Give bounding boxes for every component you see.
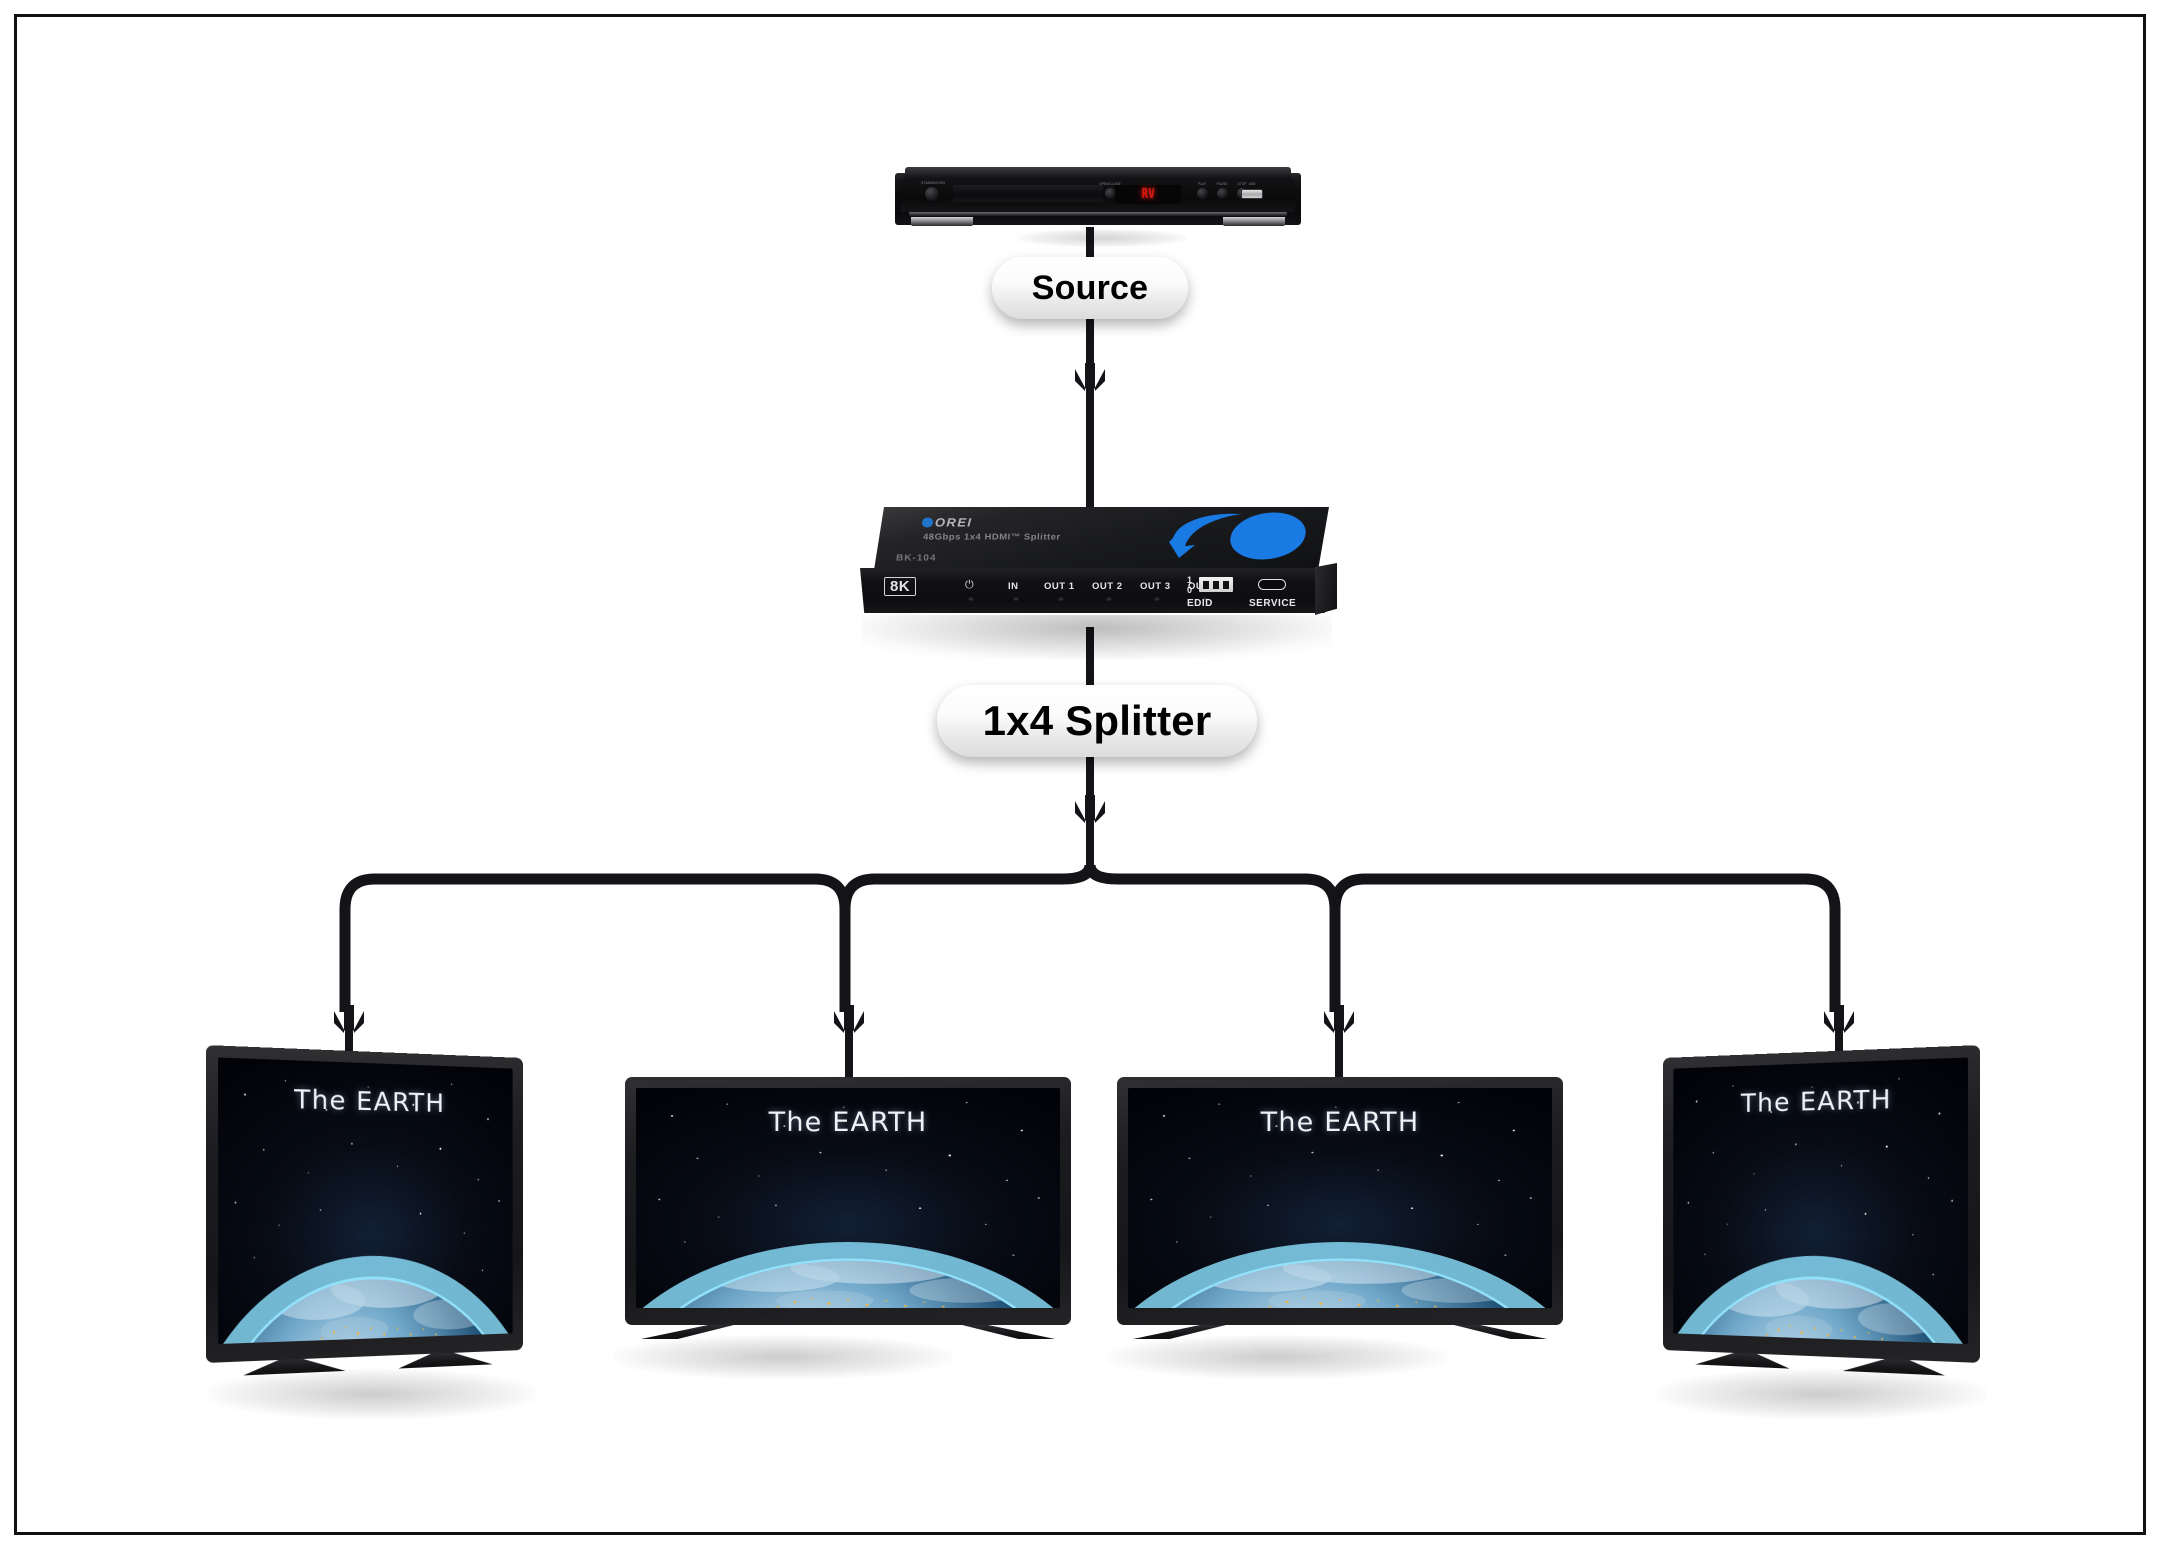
dip-switch-2[interactable] bbox=[1213, 580, 1219, 589]
tv-bezel-2: The EARTH bbox=[625, 1077, 1071, 1325]
tv-foot-left-3 bbox=[1133, 1325, 1226, 1339]
tv-foot-right-2 bbox=[962, 1325, 1055, 1339]
tv-shadow-2 bbox=[613, 1335, 953, 1379]
tv-bezel-1: The EARTH bbox=[205, 1045, 523, 1363]
tv-shadow-4 bbox=[1657, 1369, 1987, 1419]
splitter-brand: OREI bbox=[921, 515, 973, 530]
swoosh-icon bbox=[1169, 513, 1241, 558]
port-label-out1: OUT 1 bbox=[1044, 581, 1075, 592]
earth-scene-4 bbox=[1673, 1057, 1968, 1345]
play-button[interactable] bbox=[1197, 188, 1208, 199]
port-led-out1 bbox=[1058, 597, 1064, 601]
source-device-shadow bbox=[1017, 229, 1187, 247]
usb-port[interactable] bbox=[1241, 189, 1263, 199]
player-foot-left bbox=[911, 217, 973, 226]
tv-shadow-3 bbox=[1107, 1335, 1447, 1379]
port-label-in: IN bbox=[1008, 581, 1019, 592]
splitter-device-shadow bbox=[862, 615, 1332, 659]
port-led-out4 bbox=[1202, 597, 1208, 601]
power-button[interactable] bbox=[925, 187, 939, 201]
earth-scene-3 bbox=[1128, 1088, 1552, 1308]
service-usb-c-port[interactable] bbox=[1258, 579, 1286, 590]
diagram-frame: STANDBY/ON OPEN/CLOSE RV PLAY PAUSE STOP… bbox=[14, 14, 2146, 1535]
player-power-label: STANDBY/ON bbox=[921, 181, 945, 185]
tv-stand-2 bbox=[625, 1325, 1071, 1369]
pause-label: PAUSE bbox=[1216, 182, 1228, 186]
port-led-out3 bbox=[1154, 597, 1160, 601]
tv-bezel-3: The EARTH bbox=[1117, 1077, 1563, 1325]
pause-button[interactable] bbox=[1217, 188, 1228, 199]
service-caption: SERVICE bbox=[1249, 598, 1297, 609]
tv-foot-right-3 bbox=[1454, 1325, 1547, 1339]
tv-screen-3: The EARTH bbox=[1128, 1088, 1552, 1308]
splitter-brand-text: OREI bbox=[934, 515, 973, 530]
splitter-model: BK-104 bbox=[895, 553, 937, 564]
led-display: RV bbox=[1115, 185, 1181, 204]
play-label: PLAY bbox=[1197, 182, 1207, 186]
display-2[interactable]: The EARTH bbox=[625, 1077, 1071, 1339]
tv-stand-3 bbox=[1117, 1325, 1563, 1369]
earth-scene-1 bbox=[218, 1057, 513, 1345]
tv-screen-2: The EARTH bbox=[636, 1088, 1060, 1308]
tv-shadow-1 bbox=[207, 1369, 537, 1419]
label-splitter: 1x4 Splitter bbox=[937, 685, 1257, 757]
tv-foot-right-1 bbox=[399, 1351, 493, 1368]
label-source: Source bbox=[992, 257, 1188, 319]
label-splitter-text: 1x4 Splitter bbox=[982, 697, 1212, 744]
dip-low-label: 0 bbox=[1187, 585, 1193, 595]
dip-switch-1[interactable] bbox=[1203, 580, 1209, 589]
splitter-subtitle: 48Gbps 1x4 HDMI™ Splitter bbox=[922, 532, 1061, 543]
splitter-device[interactable]: OREI 48Gbps 1x4 HDMI™ Splitter BK-104 8K… bbox=[860, 507, 1337, 635]
edid-dip-switch[interactable] bbox=[1199, 577, 1233, 592]
display-1[interactable]: The EARTH bbox=[205, 1045, 523, 1363]
port-led-in bbox=[1013, 597, 1019, 601]
usb-label: USB bbox=[1248, 182, 1256, 186]
tv-foot-right-4 bbox=[1843, 1357, 1945, 1375]
port-led-out2 bbox=[1106, 597, 1112, 601]
power-led bbox=[968, 597, 974, 601]
tv-title-2: The EARTH bbox=[768, 1106, 928, 1138]
port-label-out2: OUT 2 bbox=[1092, 581, 1123, 592]
open-close-label: OPEN/CLOSE bbox=[1099, 182, 1121, 186]
badge-8k: 8K bbox=[884, 577, 916, 596]
port-label-out3: OUT 3 bbox=[1140, 581, 1171, 592]
tv-foot-left-2 bbox=[641, 1325, 734, 1339]
source-device[interactable]: STANDBY/ON OPEN/CLOSE RV PLAY PAUSE STOP… bbox=[895, 167, 1301, 233]
tv-foot-left-4 bbox=[1695, 1351, 1789, 1368]
tv-screen-1: The EARTH bbox=[218, 1057, 513, 1345]
power-icon: ⏻ bbox=[965, 579, 974, 591]
player-top-panel bbox=[905, 167, 1291, 179]
player-front-panel: STANDBY/ON OPEN/CLOSE RV PLAY PAUSE STOP… bbox=[901, 179, 1295, 212]
dip-high-label: 1 bbox=[1187, 575, 1193, 585]
disc-tray[interactable] bbox=[953, 185, 1103, 202]
tv-screen-4: The EARTH bbox=[1673, 1057, 1968, 1345]
splitter-top-panel: OREI 48Gbps 1x4 HDMI™ Splitter BK-104 bbox=[874, 507, 1329, 570]
splitter-right-side bbox=[1315, 563, 1337, 615]
splitter-front-panel: 8K ⏻ IN OUT 1 OUT 2 OUT 3 OUT 4 1 0 bbox=[860, 568, 1329, 613]
stop-label: STOP bbox=[1237, 182, 1247, 186]
brand-dot-icon bbox=[921, 517, 934, 528]
tv-bezel-4: The EARTH bbox=[1663, 1045, 1981, 1363]
diagram-stage: STANDBY/ON OPEN/CLOSE RV PLAY PAUSE STOP… bbox=[17, 17, 2143, 1532]
player-accent-strip bbox=[909, 212, 1287, 216]
player-foot-right bbox=[1223, 217, 1285, 226]
tv-foot-left-1 bbox=[243, 1357, 345, 1375]
dip-switch-3[interactable] bbox=[1223, 580, 1229, 589]
label-source-text: Source bbox=[1031, 268, 1149, 307]
earth-scene-2 bbox=[636, 1088, 1060, 1308]
open-close-button[interactable] bbox=[1105, 188, 1116, 199]
display-4[interactable]: The EARTH bbox=[1663, 1045, 1981, 1363]
led-display-text: RV bbox=[1141, 187, 1155, 202]
edid-caption: EDID bbox=[1187, 598, 1213, 609]
tv-title-3: The EARTH bbox=[1260, 1106, 1420, 1138]
display-3[interactable]: The EARTH bbox=[1117, 1077, 1563, 1339]
